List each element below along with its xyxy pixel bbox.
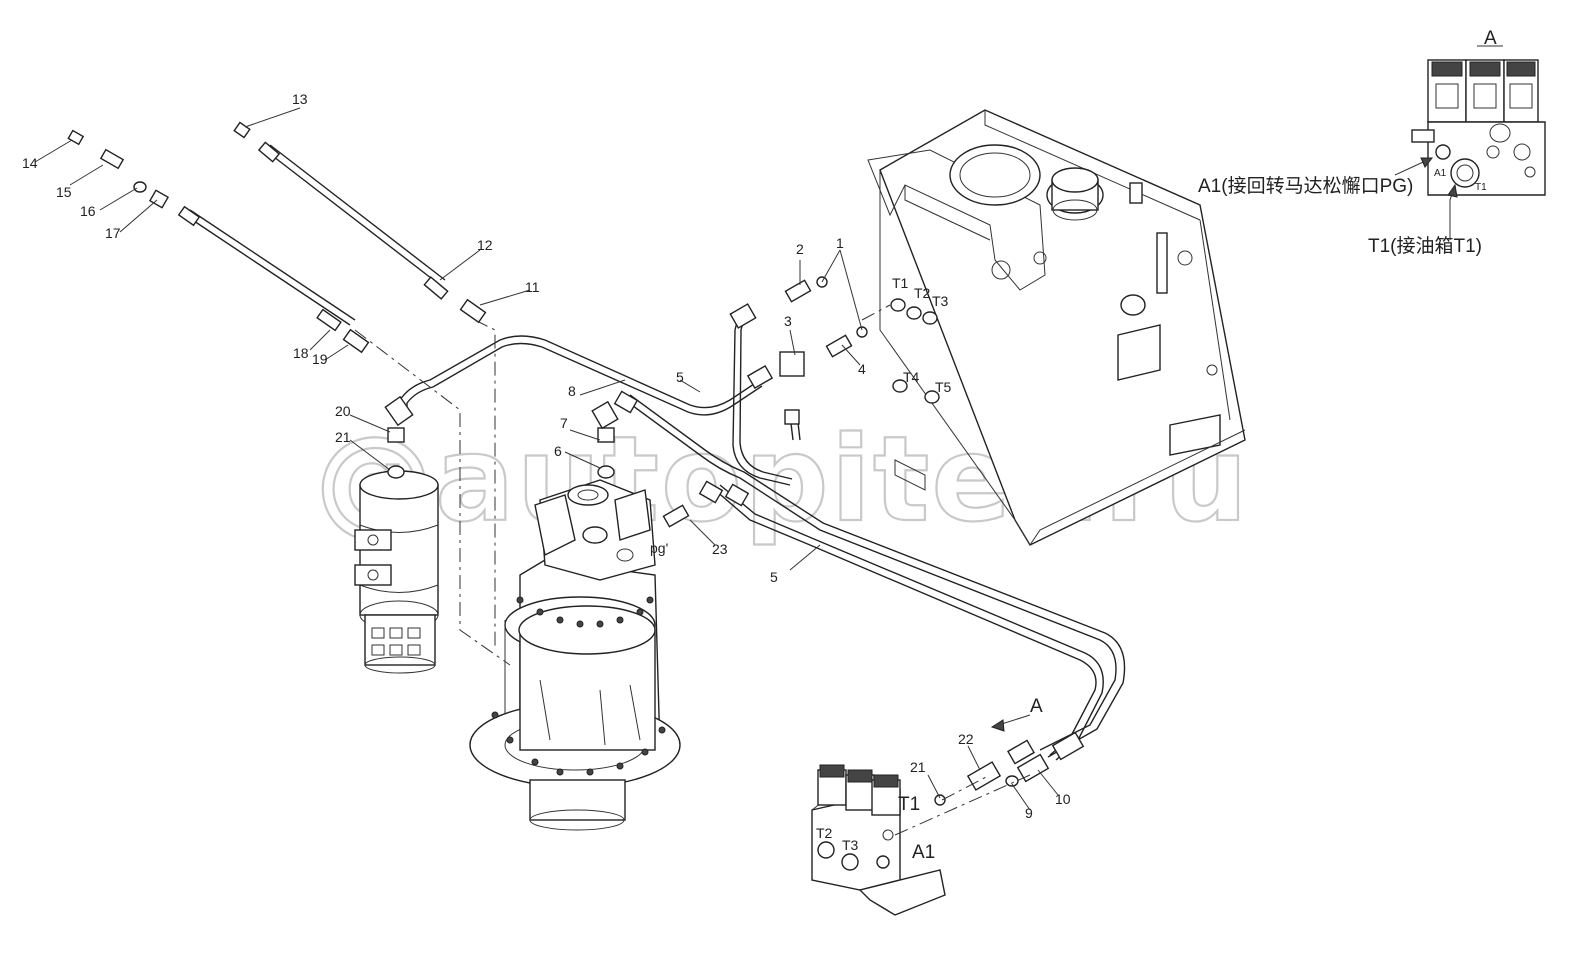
detail-view-a — [1394, 45, 1546, 240]
detail-a1-note: A1(接回转马达松懈口PG) — [1198, 175, 1413, 197]
detail-port-a1: A1 — [1434, 168, 1447, 179]
callout-11: 11 — [525, 279, 540, 295]
tank-port-t5-label: T5 — [935, 379, 952, 395]
callout-2: 2 — [796, 241, 804, 257]
hydraulic-tank — [867, 109, 1246, 546]
motor-port-pg-label: pg' — [650, 540, 668, 556]
callout-19: 19 — [312, 351, 328, 367]
callout-18: 18 — [293, 345, 309, 361]
callout-9: 9 — [1025, 805, 1033, 821]
callout-5-bottom: 5 — [770, 569, 778, 585]
callout-21-left: 21 — [335, 429, 351, 445]
center-swivel-joint — [354, 470, 439, 674]
tank-port-t2-label: T2 — [914, 285, 931, 301]
callout-12: 12 — [477, 237, 493, 253]
fittings-left — [67, 121, 487, 354]
view-arrow-a — [990, 714, 1031, 732]
valve-port-t2-label: T2 — [816, 825, 833, 841]
callout-15: 15 — [56, 184, 72, 200]
callout-17: 17 — [105, 225, 121, 241]
detail-view-title: A — [1484, 28, 1497, 49]
callout-1: 1 — [836, 235, 844, 251]
callout-14: 14 — [22, 155, 38, 171]
pipe-fittings — [384, 276, 1085, 806]
callout-5-top: 5 — [676, 369, 684, 385]
callout-22: 22 — [958, 731, 974, 747]
callout-16: 16 — [80, 203, 96, 219]
detail-port-t1: T1 — [1475, 182, 1487, 193]
callouts: 14 15 16 17 13 12 11 18 19 20 21 2 1 3 4… — [22, 91, 1071, 821]
valve-port-a1-label: A1 — [912, 842, 935, 863]
tank-port-t3-label: T3 — [932, 293, 949, 309]
valve-port-t3-label: T3 — [842, 837, 859, 853]
callout-23: 23 — [712, 541, 728, 557]
callout-8: 8 — [568, 383, 576, 399]
tank-port-t1-label: T1 — [892, 275, 909, 291]
callout-20: 20 — [335, 403, 351, 419]
view-arrow-label: A — [1030, 696, 1043, 717]
callout-3: 3 — [784, 313, 792, 329]
callout-6: 6 — [554, 443, 562, 459]
callout-4: 4 — [858, 361, 866, 377]
hoses — [177, 141, 449, 332]
valve-port-t1-label: T1 — [898, 794, 920, 815]
leader-lines — [34, 107, 1059, 811]
callout-10: 10 — [1055, 791, 1071, 807]
swing-motor-reducer — [469, 479, 681, 831]
center-lines — [354, 304, 1031, 836]
detail-t1-note: T1(接油箱T1) — [1368, 235, 1482, 257]
callout-13: 13 — [292, 91, 308, 107]
tank-port-t4-label: T4 — [903, 369, 920, 385]
solenoid-valve-block — [811, 764, 946, 916]
callout-7: 7 — [560, 415, 568, 431]
callout-21-bottom: 21 — [910, 759, 926, 775]
